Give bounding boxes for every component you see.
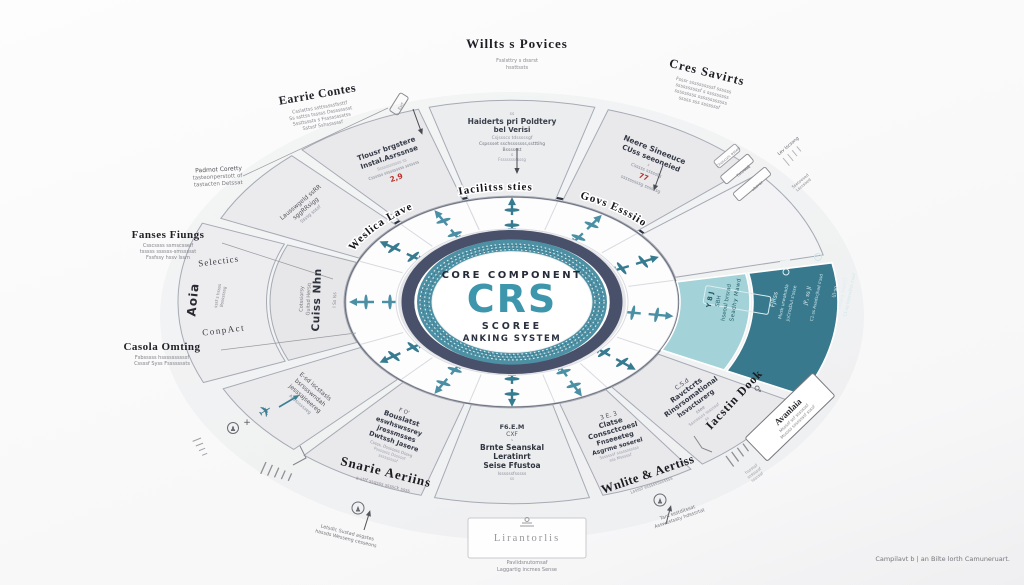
tick-marks [260,461,293,482]
label-form-lev: Lev Iscsong [776,135,800,157]
label-aoia: Aoia [184,282,201,317]
label-esrf-tag: Esrf [397,101,406,111]
label-selectics: Selectics [198,254,240,269]
glyph-♀: ♀ [753,384,765,396]
segment-bottom-feem [433,404,591,505]
label-padmot-coretty: Padmot Corettytasteonperstott oftastacte… [192,165,244,189]
segment-top-haiderts [428,99,596,201]
segment-cuiss-band [269,244,358,361]
segment-text-iscstasls: E-sd iscstaslsbsrssswndahjesssajseeregAs… [282,370,333,420]
segment-forms-panel [640,173,824,278]
glyph-+: + [815,255,820,262]
label-lirantorlis: Lirantorlis [494,533,560,544]
segment-teal-light [660,272,751,372]
label-cuiss-nhn: Cuiss Nhn [310,268,324,332]
segment-neere-sineeuce [561,109,751,232]
label-snarie-notes: Letsdic Sustad asgsteshassds Wesseng ces… [314,522,379,549]
glyph-♟: ♟ [230,425,236,433]
label-cres-savirts: Cres SavirtsFsssr ssssssssssf ssssssssss… [661,56,746,115]
segment-tlousr [301,108,464,223]
segment-selectics-band [177,222,286,384]
segment-clatse [558,389,692,496]
glyph-♟: ♟ [355,506,361,514]
glyph-+: + [243,418,251,428]
label-cuiss-side: I Ss Iss [332,292,339,308]
footer-credit: Campilavt b | an Bilte lorth Camuneruart… [875,555,1010,563]
segment-lausswg [219,155,398,259]
segment-text-clatse: 3 E. 3ClatseConssctcoeslFnseeetegAsgrme … [583,405,647,467]
segment-iscstasls [222,346,399,451]
decorations: ♟+✈♟♟♀+ [192,92,835,559]
label-cuiss-sub: CotssiorsyGuitsd Hersq [298,283,312,316]
segment-text-bouslatst: F O'BouslatsteswhswssreyjressmssesDwtssh… [363,401,430,469]
tick-marks [192,437,208,456]
label-aoia-sub: sssf s hssssBsssssssg [213,283,228,309]
tick-marks [782,146,802,166]
outer-segments [177,99,839,505]
glyph-♟: ♟ [657,498,663,506]
